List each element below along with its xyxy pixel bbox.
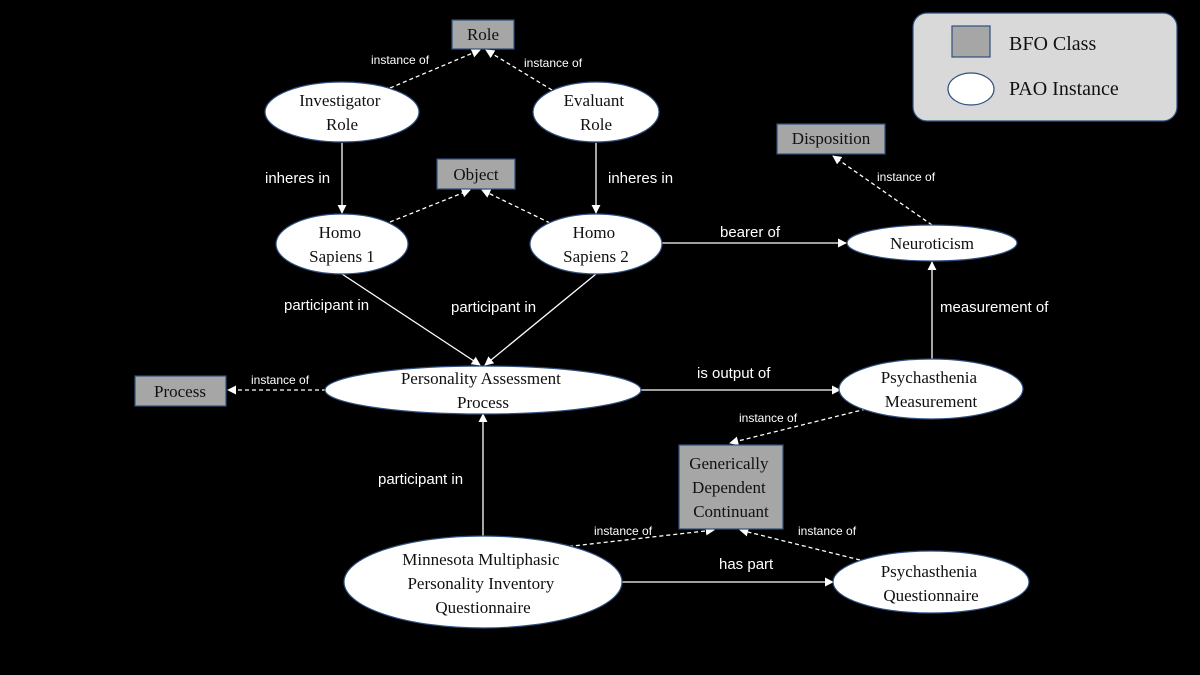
instance-mmpi-questionnaire: Minnesota Multiphasic Personality Invent… <box>343 535 623 629</box>
label-process-instance-of: instance of <box>251 373 310 387</box>
instance-investigator-role: Investigator Role <box>264 81 420 143</box>
class-role: Role <box>451 19 515 50</box>
instance-homo-sapiens-1: Homo Sapiens 1 <box>275 213 409 275</box>
legend-class-label: BFO Class <box>1009 33 1096 55</box>
class-disposition-label: Disposition <box>792 129 871 148</box>
instance-evaluant-role: Evaluant Role <box>532 81 660 143</box>
class-gdc-label: Generically Dependent Continuant <box>689 454 773 521</box>
class-object: Object <box>436 158 516 190</box>
legend-instance-label: PAO Instance <box>1009 78 1119 100</box>
class-disposition: Disposition <box>776 123 886 155</box>
instance-psych-measurement-label: Psychasthenia Measurement <box>881 368 982 411</box>
instance-homo-sapiens-2-label: Homo Sapiens 2 <box>563 223 629 266</box>
edge-measurement-instance-of-gdc <box>729 408 867 446</box>
class-process-label: Process <box>154 382 206 401</box>
legend-class-swatch <box>951 25 991 58</box>
class-generically-dependent-continuant: Generically Dependent Continuant <box>678 444 784 530</box>
label-mmpi-participant-in: participant in <box>378 471 463 488</box>
label-hs2-participant-in: participant in <box>451 299 536 316</box>
edge-investigator-instance-of-role <box>389 48 481 89</box>
legend: BFO Class PAO Instance <box>912 12 1178 122</box>
instance-homo-sapiens-1-label: Homo Sapiens 1 <box>309 223 375 266</box>
instance-homo-sapiens-2: Homo Sapiens 2 <box>529 213 663 275</box>
edges <box>227 48 937 587</box>
instance-neuroticism: Neuroticism <box>846 224 1018 262</box>
legend-instance-swatch <box>947 72 995 106</box>
label-neuroticism-instance-of: instance of <box>877 170 936 184</box>
instance-psych-questionnaire-label: Psychasthenia Questionnaire <box>881 562 982 605</box>
label-is-output-of: is output of <box>697 365 771 382</box>
instance-pa-process-label: Personality Assessment Process <box>401 369 565 412</box>
edge-neuroticism-instance-of-disposition <box>832 155 933 226</box>
label-evaluant-instance-of: instance of <box>524 56 583 70</box>
edge-mmpi-instance-of-gdc <box>554 526 715 549</box>
instance-investigator-role-label: Investigator Role <box>299 91 384 134</box>
label-evaluant-inheres-in: inheres in <box>608 170 673 187</box>
label-hs1-participant-in: participant in <box>284 297 369 314</box>
label-pq-instance-of: instance of <box>798 524 857 538</box>
edge-evaluant-instance-of-role <box>485 49 553 91</box>
label-has-part: has part <box>719 556 774 573</box>
edge-hs1-participant-in-process <box>341 273 481 366</box>
instance-neuroticism-label: Neuroticism <box>890 234 974 253</box>
edge-labels: instance of instance of inheres in inher… <box>251 53 1049 573</box>
edge-hs2-instance-of-object <box>481 189 551 224</box>
edge-hs2-participant-in-process <box>484 273 597 366</box>
class-role-label: Role <box>467 25 499 44</box>
instance-psychasthenia-measurement: Psychasthenia Measurement <box>838 358 1024 420</box>
label-measurement-of: measurement of <box>940 299 1049 316</box>
label-investigator-inheres-in: inheres in <box>265 170 330 187</box>
edge-hs1-instance-of-object <box>389 188 471 223</box>
class-object-label: Object <box>453 165 499 184</box>
instance-personality-assessment-process: Personality Assessment Process <box>324 365 642 415</box>
label-investigator-instance-of: instance of <box>371 53 430 67</box>
label-mmpi-instance-of: instance of <box>594 524 653 538</box>
instance-evaluant-role-label: Evaluant Role <box>564 91 629 134</box>
class-process: Process <box>134 375 227 407</box>
label-measurement-instance-of: instance of <box>739 411 798 425</box>
instance-psychasthenia-questionnaire: Psychasthenia Questionnaire <box>832 550 1030 614</box>
label-bearer-of: bearer of <box>720 224 781 241</box>
instance-mmpi-label: Minnesota Multiphasic Personality Invent… <box>402 550 563 617</box>
